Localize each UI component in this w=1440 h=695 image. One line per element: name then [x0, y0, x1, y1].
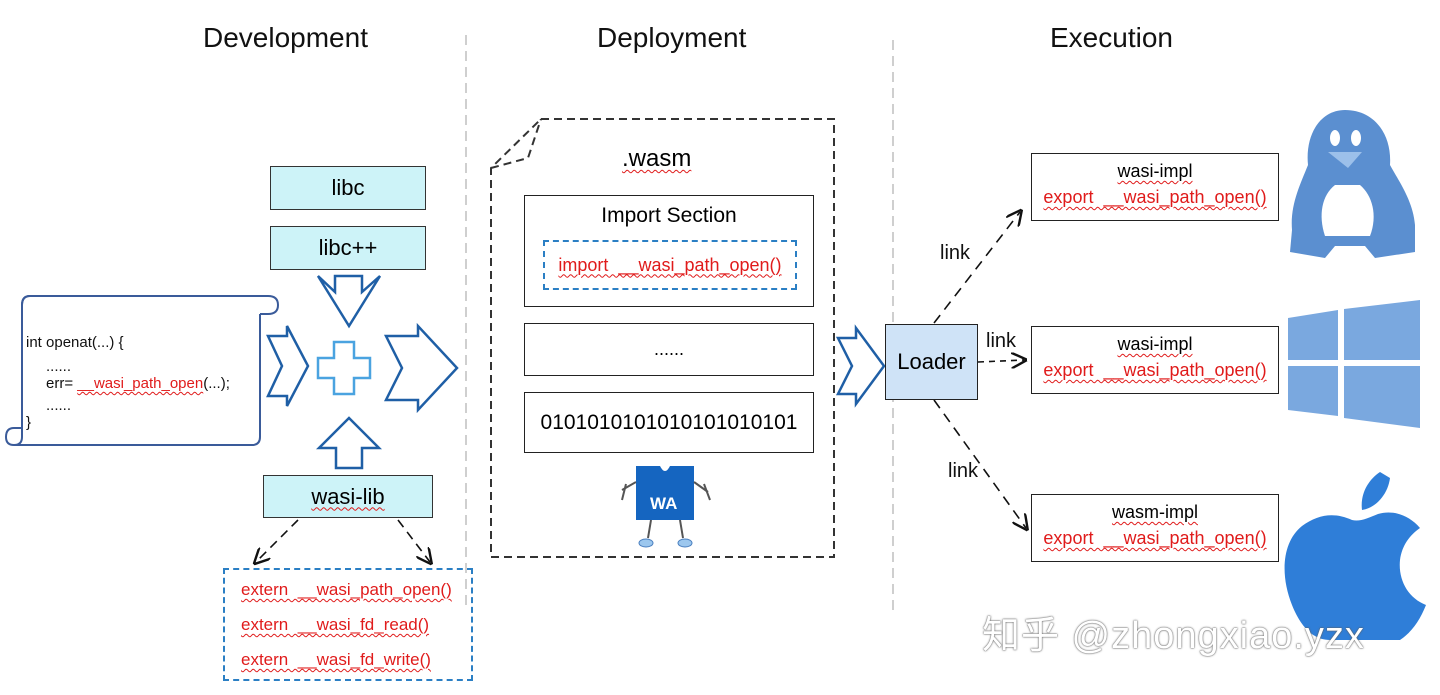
arrow-right-out-plus — [383, 322, 459, 414]
impl-title-apple: wasm-impl — [1111, 502, 1198, 522]
impl-export-linux: export __wasi_path_open() — [1043, 187, 1267, 207]
import-entry: import __wasi_path_open() — [558, 254, 782, 275]
arrow-down-into-plus — [316, 274, 382, 329]
loader-label: Loader — [897, 349, 966, 374]
code-line-5: } — [26, 414, 32, 431]
arrow-up-into-plus — [315, 416, 383, 470]
arrow-right-into-plus — [266, 325, 310, 407]
wasm-file-outline — [490, 118, 835, 558]
wasi-lib-box: wasi-lib — [263, 475, 433, 518]
heading-development: Development — [203, 22, 368, 53]
wasm-mascot-icon — [621, 466, 711, 548]
source-scroll — [4, 295, 280, 447]
windows-logo-icon — [1288, 300, 1420, 428]
impl-box-linux: wasi-impl export __wasi_path_open() — [1031, 153, 1279, 221]
linux-penguin-icon — [1290, 110, 1415, 258]
import-entry-box: import __wasi_path_open() — [543, 240, 797, 290]
plus-icon — [316, 340, 372, 396]
libc-box: libc — [270, 166, 426, 210]
code-line-3: err= __wasi_path_open(...); — [46, 375, 230, 392]
code-err: err= — [46, 375, 78, 392]
impl-export-apple: export __wasi_path_open() — [1043, 528, 1267, 548]
heading-execution: Execution — [1050, 22, 1173, 53]
impl-box-apple: wasm-impl export __wasi_path_open() — [1031, 494, 1279, 562]
link-label-bottom: link — [948, 460, 979, 482]
wasm-logo-text: WA — [650, 494, 678, 513]
libc-label: libc — [331, 175, 365, 200]
impl-export-windows: export __wasi_path_open() — [1043, 360, 1267, 380]
ellipsis-label: ...... — [653, 339, 684, 359]
heading-deployment: Deployment — [597, 22, 747, 53]
impl-title-windows: wasi-impl — [1117, 334, 1193, 354]
import-section-title: Import Section — [601, 204, 737, 227]
binary-section-box: 0101010101010101010101 — [524, 392, 814, 453]
code-line-2: ...... — [46, 358, 72, 375]
extern-declarations-box: extern __wasi_path_open() extern __wasi_… — [223, 568, 473, 681]
apple-logo-icon — [1284, 472, 1426, 640]
libcpp-box: libc++ — [270, 226, 426, 270]
watermark: 知乎 @zhongxiao.yzx — [982, 615, 1365, 657]
extern-fd-read: extern __wasi_fd_read() — [241, 615, 430, 634]
link-label-middle: link — [986, 330, 1017, 352]
code-args: (...); — [203, 375, 230, 392]
impl-title-linux: wasi-impl — [1117, 161, 1193, 181]
extern-fd-write: extern __wasi_fd_write() — [241, 650, 431, 669]
impl-box-windows: wasi-impl export __wasi_path_open() — [1031, 326, 1279, 394]
code-line-4: ...... — [46, 397, 72, 414]
libcpp-label: libc++ — [318, 235, 378, 260]
import-section-box: Import Section import __wasi_path_open() — [524, 195, 814, 307]
loader-box: Loader — [885, 324, 978, 400]
wasm-file-label: .wasm — [622, 145, 692, 172]
extern-path-open: extern __wasi_path_open() — [241, 580, 452, 599]
code-line-1: int openat(...) { — [26, 334, 124, 351]
ellipsis-section-box: ...... — [524, 323, 814, 376]
binary-label: 0101010101010101010101 — [540, 410, 798, 434]
link-label-top: link — [940, 242, 971, 264]
code-call: __wasi_path_open — [77, 375, 204, 392]
arrow-into-loader — [835, 324, 886, 408]
wasi-lib-label: wasi-lib — [311, 483, 385, 509]
